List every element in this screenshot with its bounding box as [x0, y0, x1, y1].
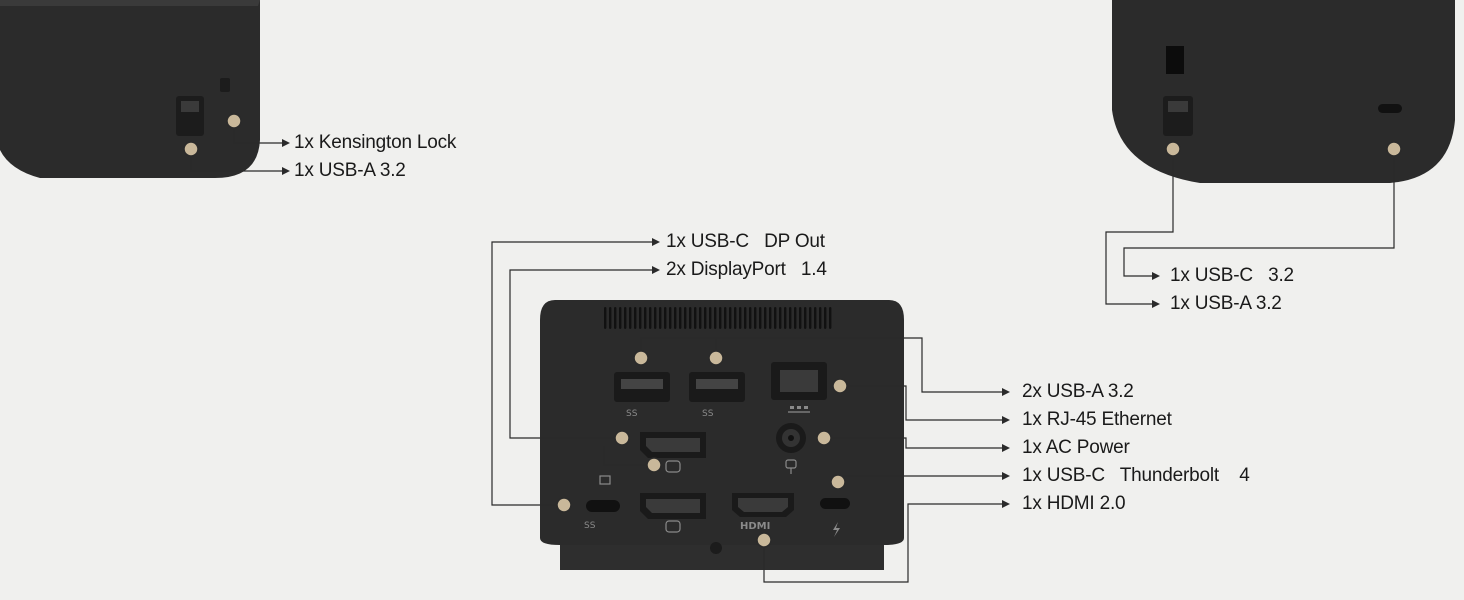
marker-hdmi	[756, 532, 772, 548]
vent-slot	[799, 307, 802, 329]
callout-ac-power: 1x AC Power	[1022, 437, 1130, 458]
usb-c-dp-port	[586, 500, 620, 512]
vent-slot	[604, 307, 607, 329]
callout-hdmi: 1x HDMI 2.0	[1022, 493, 1126, 514]
vent-slot	[699, 307, 702, 329]
vent-slot	[704, 307, 707, 329]
callout-rj45: 1x RJ-45 Ethernet	[1022, 409, 1172, 430]
rear-dock-unit: SS SS SS	[540, 300, 904, 570]
callout-usb-a-right: 1x USB-A 3.2	[1170, 293, 1282, 314]
network-icon	[788, 406, 810, 413]
marker-rj45	[832, 378, 848, 394]
marker-usb-a-right	[1165, 141, 1181, 157]
marker-usb-a-2	[708, 350, 724, 366]
callout-usb-c-dp: 1x USB-C DP Out	[666, 231, 825, 252]
vent-slot	[664, 307, 667, 329]
vent-slot	[609, 307, 612, 329]
vent-slot	[644, 307, 647, 329]
marker-thunderbolt	[830, 474, 846, 490]
vent-slot	[649, 307, 652, 329]
vent-slot	[769, 307, 772, 329]
vent-slot	[744, 307, 747, 329]
callout-usb-a-left: 1x USB-A 3.2	[294, 160, 406, 181]
callout-kensington: 1x Kensington Lock	[294, 132, 457, 153]
vent-slot	[789, 307, 792, 329]
vent-slot	[804, 307, 807, 329]
vent-grille	[604, 307, 832, 329]
vent-slot	[639, 307, 642, 329]
marker-displayport-2	[646, 457, 662, 473]
vent-slot	[724, 307, 727, 329]
dp-icon-1	[665, 460, 681, 473]
vent-slot	[759, 307, 762, 329]
vent-slot	[829, 307, 832, 329]
vent-slot	[779, 307, 782, 329]
vent-slot	[614, 307, 617, 329]
callout-thunderbolt: 1x USB-C Thunderbolt 4	[1022, 465, 1250, 486]
marker-displayport-1	[614, 430, 630, 446]
vent-slot	[694, 307, 697, 329]
vent-slot	[794, 307, 797, 329]
vent-slot	[754, 307, 757, 329]
usb-c-ss-mark: SS	[584, 521, 596, 531]
vent-slot	[684, 307, 687, 329]
marker-ac-power	[816, 430, 832, 446]
callout-displayport: 2x DisplayPort 1.4	[666, 259, 827, 280]
port-markers	[183, 113, 1402, 548]
thunderbolt-port	[820, 498, 850, 509]
vent-slot	[669, 307, 672, 329]
vent-slot	[749, 307, 752, 329]
marker-usb-a-1	[633, 350, 649, 366]
logo-badge	[1166, 46, 1184, 74]
kensington-slot	[220, 78, 230, 92]
vent-slot	[689, 307, 692, 329]
right-dock-unit	[1112, 0, 1455, 183]
usb-ss-mark-2: SS	[702, 409, 714, 419]
marker-usb-c-dp	[556, 497, 572, 513]
arrowheads	[282, 139, 1160, 508]
vent-slot	[624, 307, 627, 329]
marker-usb-c-right	[1386, 141, 1402, 157]
thunderbolt-icon	[833, 522, 840, 537]
vent-slot	[659, 307, 662, 329]
vent-slot	[674, 307, 677, 329]
marker-kensington	[226, 113, 242, 129]
vent-slot	[819, 307, 822, 329]
vent-slot	[719, 307, 722, 329]
vent-slot	[739, 307, 742, 329]
power-icon	[785, 459, 797, 474]
callout-usb-c-right: 1x USB-C 3.2	[1170, 265, 1294, 286]
vent-slot	[814, 307, 817, 329]
vent-slot	[774, 307, 777, 329]
vent-slot	[629, 307, 632, 329]
vent-slot	[729, 307, 732, 329]
vent-slot	[679, 307, 682, 329]
screw	[710, 542, 722, 554]
vent-slot	[634, 307, 637, 329]
dp-icon-2	[665, 520, 681, 533]
vent-slot	[809, 307, 812, 329]
hdmi-mark: HDMI	[740, 521, 770, 532]
vent-slot	[709, 307, 712, 329]
usb-c-port-right	[1378, 104, 1402, 113]
vent-slot	[824, 307, 827, 329]
vent-slot	[734, 307, 737, 329]
vent-slot	[784, 307, 787, 329]
vent-slot	[714, 307, 717, 329]
vent-slot	[764, 307, 767, 329]
vent-slot	[654, 307, 657, 329]
callout-usb-a-rear: 2x USB-A 3.2	[1022, 381, 1134, 402]
left-dock-unit	[0, 0, 260, 178]
vent-slot	[619, 307, 622, 329]
usb-ss-mark-1: SS	[626, 409, 638, 419]
display-icon	[599, 475, 611, 485]
marker-usb-a-left	[183, 141, 199, 157]
